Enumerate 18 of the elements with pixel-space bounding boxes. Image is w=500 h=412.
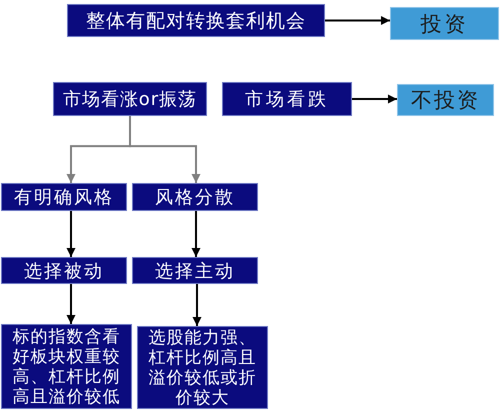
outcome-box: 投资 (390, 7, 499, 40)
arrow (66, 211, 76, 257)
arrow (129, 116, 200, 183)
process-box: 选择被动 (1, 257, 127, 284)
process-box: 选股能力强、杠杆比例高且溢价较低或折价较大 (137, 326, 268, 409)
arrow (66, 284, 76, 324)
arrow (352, 94, 397, 104)
process-box: 整体有配对转换套利机会 (67, 4, 325, 37)
process-box: 风格分散 (132, 183, 258, 211)
arrow (325, 16, 390, 25)
process-box: 标的指数含看好板块权重较高、杠杆比例高且溢价较低 (1, 324, 132, 409)
arrow (192, 211, 200, 257)
arrow (192, 284, 202, 326)
outcome-box: 不投资 (397, 84, 494, 116)
process-box: 市场看跌 (222, 82, 352, 116)
process-box: 有明确风格 (1, 183, 127, 211)
process-box: 选择主动 (132, 257, 258, 284)
process-box: 市场看涨or振荡 (53, 82, 207, 116)
